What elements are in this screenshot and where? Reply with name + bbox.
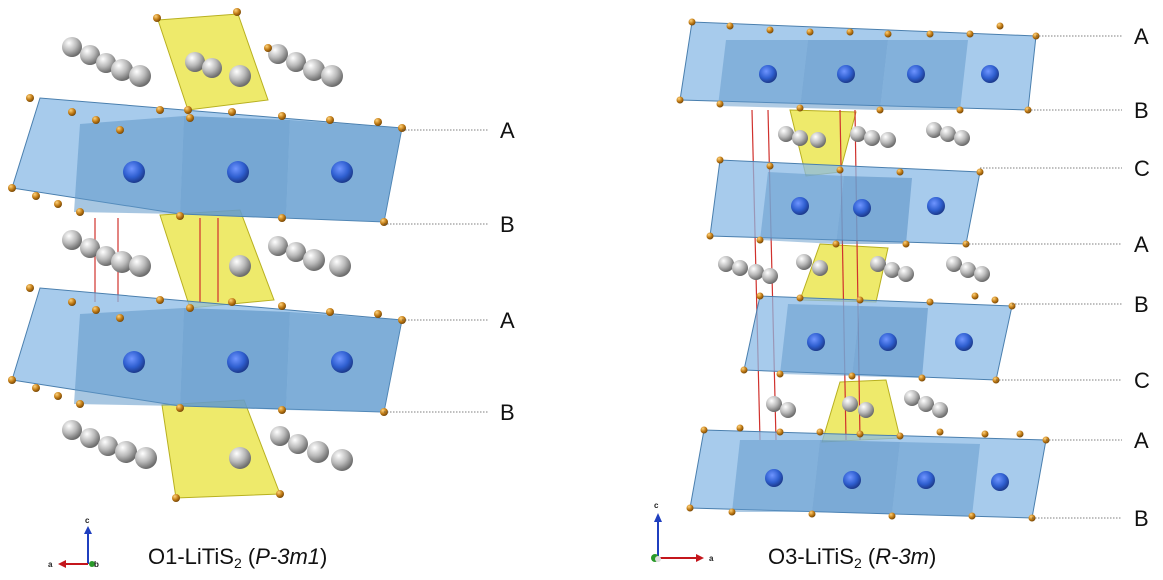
tis2-slab xyxy=(679,21,1037,111)
tis2-slab xyxy=(11,97,403,223)
caption-formula: O1-LiTiS xyxy=(148,544,234,569)
o1-structure: A B A B c a b xyxy=(8,8,515,569)
stacking-label: A xyxy=(1134,428,1149,453)
o1-caption: O1-LiTiS2 (P-3m1) xyxy=(148,544,327,571)
axes-indicator: c a xyxy=(651,501,714,563)
stacking-label: A xyxy=(1134,24,1149,49)
li-polyhedron xyxy=(161,399,281,499)
axis-label-c: c xyxy=(85,516,90,525)
stacking-label: B xyxy=(1134,292,1149,317)
caption-open: ( xyxy=(241,544,256,569)
li-polyhedron xyxy=(799,243,889,303)
o3-structure: A B C A B C A B c a xyxy=(651,18,1150,563)
stacking-label: A xyxy=(500,118,515,143)
s-atoms xyxy=(8,8,406,502)
tis2-slab xyxy=(689,429,1047,519)
caption-space-group: R-3m xyxy=(875,544,930,569)
caption-subscript: 2 xyxy=(853,555,862,571)
stacking-label: A xyxy=(1134,232,1149,257)
caption-open: ( xyxy=(861,544,876,569)
stacking-label: B xyxy=(500,212,515,237)
stacking-label: A xyxy=(500,308,515,333)
tis2-slab xyxy=(709,159,981,245)
o3-caption: O3-LiTiS2 (R-3m) xyxy=(768,544,936,571)
li-atoms xyxy=(62,37,353,471)
stacking-label: B xyxy=(500,400,515,425)
stacking-label: B xyxy=(1134,506,1149,531)
axis-label-a: a xyxy=(48,560,53,569)
stacking-label: C xyxy=(1134,156,1150,181)
caption-close: ) xyxy=(320,544,328,569)
tis2-slab xyxy=(743,295,1013,381)
li-polyhedron xyxy=(159,209,275,309)
caption-subscript: 2 xyxy=(233,555,242,571)
stacking-leaders xyxy=(966,35,1122,519)
stacking-leaders xyxy=(384,129,488,413)
axis-label-a: a xyxy=(709,554,714,563)
li-atoms xyxy=(718,122,990,418)
caption-space-group: P-3m1 xyxy=(255,544,321,569)
axis-label-c: c xyxy=(654,501,659,510)
axis-label-b: b xyxy=(94,560,99,569)
stacking-label: C xyxy=(1134,368,1150,393)
tis2-slab xyxy=(11,287,403,413)
axes-indicator: c a b xyxy=(48,516,99,569)
caption-formula: O3-LiTiS xyxy=(768,544,854,569)
stacking-label: B xyxy=(1134,98,1149,123)
s-atoms xyxy=(676,18,1050,522)
caption-close: ) xyxy=(929,544,937,569)
